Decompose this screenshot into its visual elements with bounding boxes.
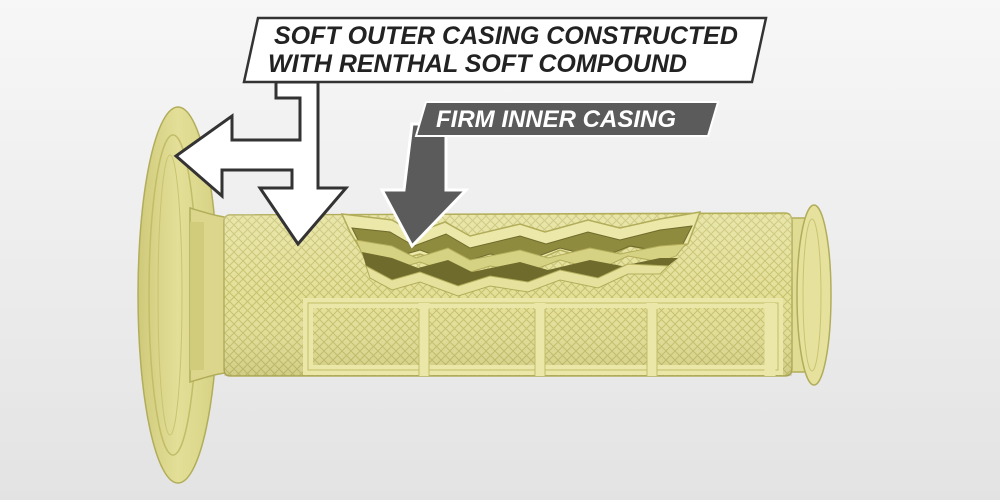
outer-callout-line1: SOFT OUTER CASING CONSTRUCTED bbox=[274, 22, 738, 50]
grip-waffle-ribs bbox=[303, 298, 783, 376]
inner-callout-text: FIRM INNER CASING bbox=[436, 106, 676, 133]
grip-cutaway bbox=[340, 211, 702, 297]
outer-casing-callout: SOFT OUTER CASING CONSTRUCTED WITH RENTH… bbox=[242, 16, 768, 84]
inner-casing-callout: FIRM INNER CASING bbox=[414, 101, 720, 137]
solid-arrow-icon bbox=[379, 122, 470, 249]
hollow-arrow-icon bbox=[173, 80, 350, 247]
outer-callout-line2: WITH RENTHAL SOFT COMPOUND bbox=[268, 50, 687, 78]
